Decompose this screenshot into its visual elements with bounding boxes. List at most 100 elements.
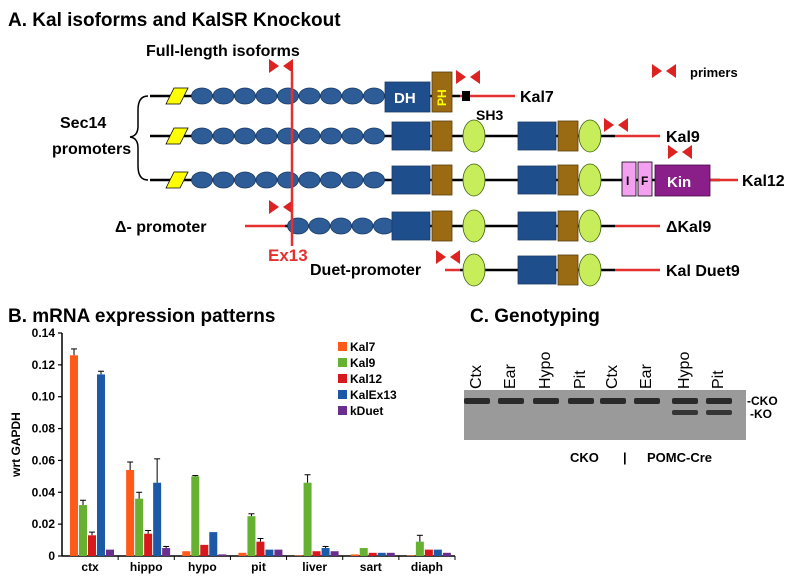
legend-swatch <box>338 390 347 399</box>
bar-kal12-ctx <box>88 535 96 556</box>
primer-icon <box>450 250 460 264</box>
sh3-domain <box>578 119 602 153</box>
bar-kalex13-hippo <box>153 482 162 556</box>
row-delta-kal9: ΔKal9 <box>245 200 711 243</box>
gef-domain <box>517 255 557 285</box>
panel-b-title: B. mRNA expression patterns <box>8 306 275 327</box>
spectrin-repeat <box>277 87 299 105</box>
spectrin-repeat <box>212 127 235 145</box>
bar-kalex13-pit <box>265 549 274 556</box>
primer-legend: primers <box>652 64 738 80</box>
primer-icon <box>618 118 628 132</box>
bar-kal9-hippo <box>135 498 144 556</box>
primer-icon <box>283 200 293 214</box>
ph-domain <box>557 164 579 196</box>
lane-label: Hypo <box>537 352 554 389</box>
spectrin-repeat <box>373 217 395 235</box>
duet-promoter-label: Duet-promoter <box>310 262 421 279</box>
ph-domain <box>431 164 453 196</box>
x-tick-label: diaph <box>411 560 443 574</box>
sh3-label: SH3 <box>476 107 503 123</box>
sh3-domain <box>462 209 486 243</box>
sec14-domain <box>165 127 189 145</box>
legend-label: Kal7 <box>350 340 376 354</box>
spectrin-repeat <box>351 217 374 235</box>
bar-kal7-ctx <box>70 355 78 556</box>
bar-kduet-pit <box>274 549 283 556</box>
legend-label: Kal12 <box>350 372 382 386</box>
spectrin-repeat <box>191 87 213 105</box>
y-tick-label: 0.06 <box>32 453 56 467</box>
x-tick-label: liver <box>302 560 327 574</box>
spectrin-repeat <box>320 127 342 145</box>
spectrin-repeat <box>234 87 256 105</box>
spectrin-repeat <box>287 217 309 235</box>
panel-a: A. Kal isoforms and KalSR Knockout Full-… <box>8 10 785 287</box>
spectrin-repeat <box>212 171 235 189</box>
primer-icon-left <box>666 64 676 78</box>
full-length-label: Full-length isoforms <box>146 43 300 60</box>
lane-label: Pit <box>572 370 589 389</box>
spectrin-repeat <box>298 127 321 145</box>
gef-domain <box>391 211 431 241</box>
primer-icon-right <box>652 64 662 78</box>
gef-domain <box>517 121 557 151</box>
legend-label: KalEx13 <box>350 388 397 402</box>
band-cko <box>634 398 660 404</box>
spectrin-repeat <box>298 87 321 105</box>
spectrin-repeat <box>277 171 299 189</box>
spectrin-repeat <box>308 217 331 235</box>
band-cko <box>568 398 594 404</box>
ph-domain <box>557 120 579 152</box>
ph-domain <box>557 210 579 242</box>
primer-icon <box>604 118 614 132</box>
band-cko <box>672 398 698 404</box>
isoform-label: Kal7 <box>520 89 554 106</box>
spectrin-repeat <box>234 127 256 145</box>
bar-kalex13-sart <box>377 552 386 556</box>
terminal-box <box>462 91 470 101</box>
ex13-label: Ex13 <box>268 246 308 265</box>
lane-label: Ctx <box>604 365 621 389</box>
primer-icon <box>283 59 293 73</box>
band-cko <box>533 398 559 404</box>
y-axis-label: wrt GAPDH <box>9 412 23 478</box>
ph-domain <box>431 120 453 152</box>
legend-swatch <box>338 358 347 367</box>
f-label: F <box>641 174 648 188</box>
ph-domain <box>431 71 453 113</box>
bar-kduet-ctx <box>106 549 114 556</box>
bar-kal12-diaph <box>424 549 433 556</box>
dh-domain <box>384 81 431 113</box>
bar-kal7-liver <box>294 555 303 556</box>
y-tick-label: 0.14 <box>32 326 56 340</box>
y-tick-label: 0.10 <box>32 390 56 404</box>
i-label: I <box>626 174 629 188</box>
legend-swatch <box>338 342 347 351</box>
spectrin-repeat <box>363 127 385 145</box>
group-separator: | <box>623 450 627 465</box>
band-cko <box>498 398 524 404</box>
primers-label: primers <box>690 65 738 80</box>
row-kal9: Kal9 <box>150 118 700 153</box>
lane-label: Ear <box>502 363 519 389</box>
sh3-domain <box>462 253 486 287</box>
sh3-domain <box>578 163 602 197</box>
band-cko <box>464 398 490 404</box>
bar-kal12-liver <box>312 551 321 556</box>
sh3-domain <box>462 119 486 153</box>
spectrin-repeat <box>191 171 213 189</box>
bar-kal9-liver <box>303 482 312 556</box>
ig-domain <box>621 161 637 197</box>
group-left-label: CKO <box>570 450 599 465</box>
band-cko <box>706 398 732 404</box>
spectrin-repeat <box>320 87 342 105</box>
x-tick-label: pit <box>251 560 266 574</box>
spectrin-repeat <box>255 87 278 105</box>
spectrin-repeat <box>363 87 385 105</box>
panel-b: B. mRNA expression patterns 00.020.040.0… <box>8 306 456 574</box>
bar-kal9-ctx <box>79 505 87 556</box>
